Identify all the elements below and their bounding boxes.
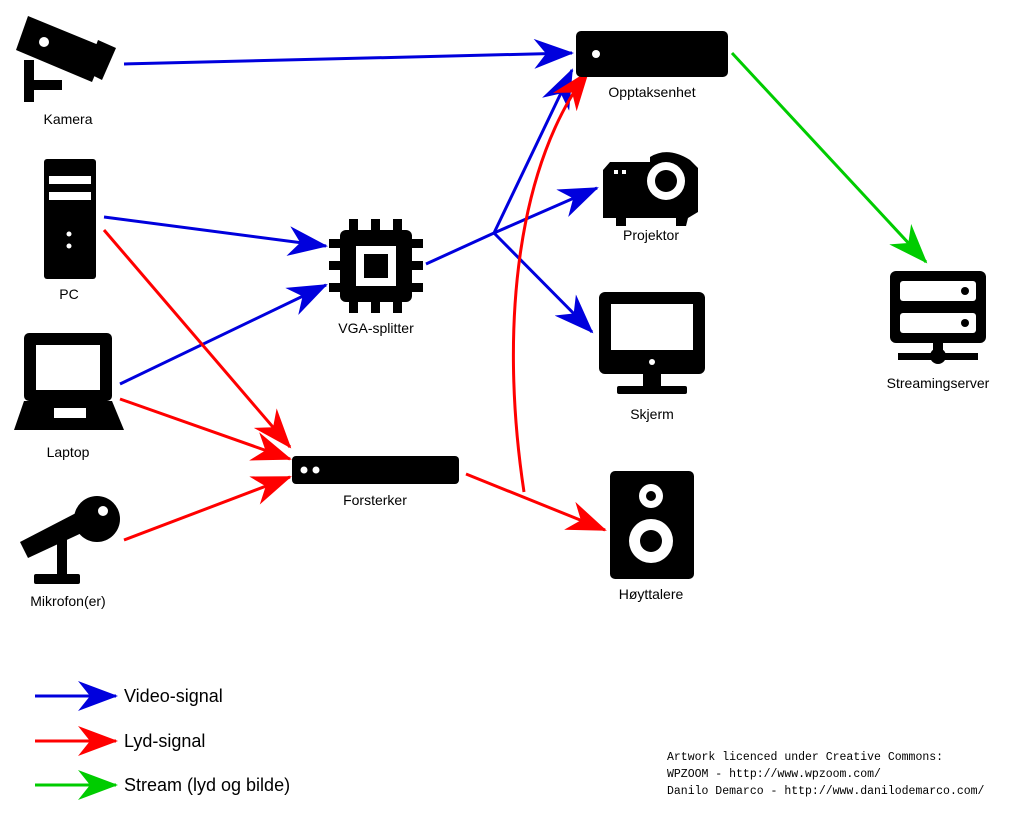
node-hoyttalere: Høyttalere	[610, 471, 694, 602]
edge-kamera-opptaksenhet	[123, 38, 574, 69]
credits: Artwork licenced under Creative Commons:…	[667, 749, 984, 800]
edge-pc-vga-splitter	[103, 215, 328, 256]
node-streamingserver: Streamingserver	[887, 271, 990, 391]
label-streamingserver: Streamingserver	[887, 375, 990, 391]
label-laptop: Laptop	[47, 444, 90, 460]
edge-hub-projektor	[493, 186, 599, 235]
credits-line-1: Artwork licenced under Creative Commons:	[667, 751, 944, 764]
label-kamera: Kamera	[43, 111, 92, 127]
edge-forsterker-hoyttalere	[465, 472, 607, 532]
node-forsterker: Forsterker	[292, 456, 459, 508]
speaker-icon	[610, 471, 694, 579]
legend-stream-label: Stream (lyd og bilde)	[124, 775, 290, 795]
edge-pc-forsterker	[102, 229, 292, 449]
node-opptaksenhet: Opptaksenhet	[576, 31, 728, 100]
chip-icon	[329, 219, 423, 313]
label-hoyttalere: Høyttalere	[619, 586, 684, 602]
edge-laptop-vga-splitter	[119, 283, 328, 386]
node-mikrofon: Mikrofon(er)	[20, 496, 120, 609]
legend: Video-signal Lyd-signal Stream (lyd og b…	[35, 681, 290, 800]
label-pc: PC	[59, 286, 78, 302]
camera-icon	[16, 16, 116, 102]
label-projektor: Projektor	[623, 227, 679, 243]
monitor-icon	[599, 292, 705, 394]
amplifier-icon	[292, 456, 459, 484]
microphone-icon	[20, 496, 120, 584]
pc-tower-icon	[44, 159, 96, 279]
recorder-icon	[576, 31, 728, 77]
credits-line-2: WPZOOM - http://www.wpzoom.com/	[667, 768, 881, 781]
edge-hub-opptaksenhet	[492, 68, 574, 234]
node-pc: PC	[44, 159, 96, 302]
legend-video-label: Video-signal	[124, 686, 223, 706]
credits-line-3: Danilo Demarco - http://www.danilodemarc…	[667, 785, 985, 798]
node-skjerm: Skjerm	[599, 292, 705, 422]
node-laptop: Laptop	[14, 333, 124, 460]
node-vga-splitter: VGA-splitter	[329, 219, 423, 336]
node-kamera: Kamera	[16, 16, 116, 127]
laptop-icon	[14, 333, 124, 430]
edge-laptop-forsterker	[119, 397, 292, 461]
label-vga-splitter: VGA-splitter	[338, 320, 414, 336]
legend-audio-label: Lyd-signal	[124, 731, 205, 751]
server-icon	[890, 271, 986, 364]
edge-opptaksenhet-streamingserver	[730, 51, 928, 264]
label-mikrofon: Mikrofon(er)	[30, 593, 105, 609]
edge-vga-splitter-hub	[425, 231, 495, 266]
edge-forsterker-opptaksenhet	[511, 70, 590, 493]
label-opptaksenhet: Opptaksenhet	[608, 84, 695, 100]
edge-mikrofon-forsterker	[123, 475, 292, 542]
label-forsterker: Forsterker	[343, 492, 407, 508]
projector-icon	[603, 152, 698, 226]
node-projektor: Projektor	[603, 152, 698, 243]
label-skjerm: Skjerm	[630, 406, 674, 422]
edge-hub-skjerm	[492, 231, 594, 334]
connections	[102, 38, 928, 542]
